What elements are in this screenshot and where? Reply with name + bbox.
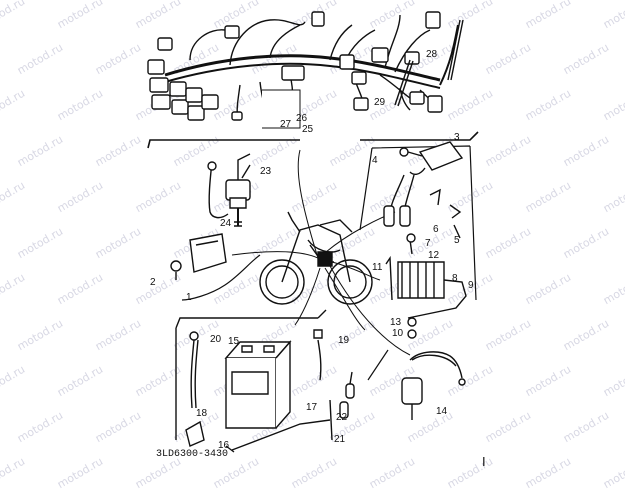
callout-24: 24 (220, 218, 232, 229)
corner-mark: I (482, 454, 486, 468)
group-bracket-left (182, 255, 260, 300)
callout-11: 11 (372, 262, 383, 273)
rectifier-regulator (386, 234, 466, 338)
callout-28: 28 (426, 49, 438, 60)
callout-12: 12 (428, 250, 440, 261)
sensor-unit (402, 352, 465, 420)
callout-14: 14 (436, 406, 448, 417)
battery-cables (186, 330, 330, 452)
drawing-code: 3LD6300-3430 (156, 449, 228, 460)
callout-18: 18 (196, 408, 208, 419)
group-bracket-battery (176, 310, 326, 440)
callout-10: 10 (392, 328, 404, 339)
callout-8: 8 (452, 273, 458, 284)
callout-27: 27 (280, 119, 292, 130)
callout-labels: 1 2 3 4 5 6 7 8 9 10 11 12 13 14 15 16 1… (150, 49, 486, 468)
callout-23: 23 (260, 166, 272, 177)
battery (226, 342, 290, 428)
callout-20: 20 (210, 334, 222, 345)
callout-19: 19 (338, 335, 350, 346)
fuse-holder (330, 372, 354, 440)
leader-lines (232, 150, 410, 355)
callout-25: 25 (302, 124, 314, 135)
callout-1: 1 (186, 292, 192, 303)
cable-ties (395, 20, 463, 106)
group-bracket-top (148, 132, 478, 148)
fuse-set (262, 90, 300, 128)
group-bracket-sensor (368, 350, 388, 380)
callout-21: 21 (334, 434, 346, 445)
callout-9: 9 (468, 280, 474, 291)
harness-connectors (148, 12, 442, 126)
callout-26: 26 (296, 113, 308, 124)
ignition-coil (384, 142, 462, 238)
motorcycle-silhouette (260, 212, 372, 304)
main-switch-group (208, 154, 250, 226)
callout-22: 22 (336, 412, 348, 423)
callout-13: 13 (390, 317, 402, 328)
callout-16: 16 (218, 440, 230, 451)
callout-15: 15 (228, 336, 240, 347)
callout-5: 5 (454, 235, 460, 246)
relay-unit (171, 234, 226, 280)
callout-4: 4 (372, 155, 378, 166)
callout-29: 29 (374, 97, 386, 108)
callout-3: 3 (454, 132, 460, 143)
callout-17: 17 (306, 402, 318, 413)
callout-6: 6 (433, 224, 439, 235)
callout-2: 2 (150, 277, 156, 288)
callout-7: 7 (425, 238, 431, 249)
electrical-parts-diagram: 1 2 3 4 5 6 7 8 9 10 11 12 13 14 15 16 1… (0, 0, 486, 468)
